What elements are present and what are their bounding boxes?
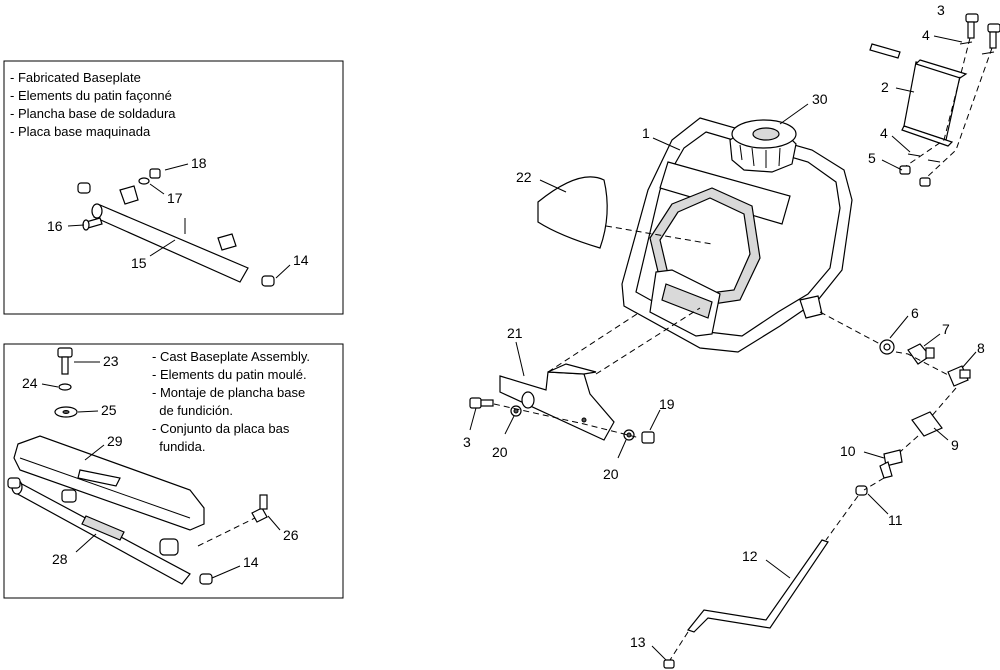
water-tank-1 — [621, 117, 853, 353]
callout-17: 17 — [167, 190, 183, 206]
callout-14b: 14 — [243, 554, 259, 570]
cast-note-2: - Elements du patin moulé. — [152, 367, 307, 382]
fabricated-note-3: - Plancha base de soldadura — [10, 106, 176, 121]
callout-5: 5 — [868, 150, 876, 166]
fabricated-cap-14 — [261, 275, 275, 287]
callout-4-bottom: 4 — [880, 125, 888, 141]
callout-16: 16 — [47, 218, 63, 234]
cast-note-1: - Cast Baseplate Assembly. — [152, 349, 310, 364]
fitting-13 — [663, 659, 675, 669]
callout-20-left: 20 — [492, 444, 508, 460]
cast-note-6: fundida. — [152, 439, 206, 454]
fabricated-baseplate-box — [3, 60, 344, 315]
fitting-7 — [907, 343, 935, 365]
valve-10 — [879, 449, 903, 479]
callout-4-top: 4 — [922, 27, 930, 43]
callout-15: 15 — [131, 255, 147, 271]
nut-5-left — [899, 165, 911, 175]
pipe-12 — [686, 539, 829, 633]
bolt-3-left — [469, 397, 494, 409]
cast-note-5: - Conjunto da placa bas — [152, 421, 290, 436]
tank-cap-30 — [729, 119, 797, 173]
callout-30: 30 — [812, 91, 828, 107]
fabricated-baseplate-rail — [91, 185, 249, 283]
cast-baseplate-29 — [13, 435, 205, 531]
fabricated-nut-18 — [149, 168, 161, 179]
cast-bolt-23 — [57, 347, 73, 375]
fabricated-note-1: - Fabricated Baseplate — [10, 70, 141, 85]
callout-24: 24 — [22, 375, 38, 391]
cast-note-3: - Montaje de plancha base — [152, 385, 305, 400]
cast-washer-24 — [58, 383, 72, 391]
nut-5-right — [919, 177, 931, 187]
callout-26: 26 — [283, 527, 299, 543]
callout-20-right: 20 — [603, 466, 619, 482]
cast-note-4: de fundición. — [152, 403, 233, 418]
callout-23: 23 — [103, 353, 119, 369]
callout-28: 28 — [52, 551, 68, 567]
pin — [869, 43, 901, 59]
bracket-21 — [499, 363, 615, 441]
callout-3-left: 3 — [463, 434, 471, 450]
washer-11 — [855, 485, 868, 496]
callout-14a: 14 — [293, 252, 309, 268]
fabricated-note-4: - Placa base maquinada — [10, 124, 151, 139]
callout-18: 18 — [191, 155, 207, 171]
callout-12: 12 — [742, 548, 758, 564]
connector-9 — [911, 411, 943, 437]
cast-baseplate-box — [3, 343, 344, 599]
callout-19: 19 — [659, 396, 675, 412]
cast-cap-14 — [199, 573, 213, 585]
fabricated-bolt-16 — [82, 217, 103, 231]
callout-6: 6 — [911, 305, 919, 321]
callout-22: 22 — [516, 169, 532, 185]
callout-10: 10 — [840, 443, 856, 459]
fabricated-note-2: - Elements du patin façonné — [10, 88, 172, 103]
cast-fitting-26 — [251, 494, 268, 523]
callout-7: 7 — [942, 321, 950, 337]
washer-4-top — [959, 41, 973, 45]
callout-11: 11 — [888, 512, 903, 528]
elbow-8 — [947, 365, 971, 387]
callout-21: 21 — [507, 325, 523, 341]
callout-2: 2 — [881, 79, 889, 95]
bolt-3-top-right — [987, 23, 1000, 49]
nut-19 — [641, 431, 655, 444]
callout-1: 1 — [642, 125, 650, 141]
callout-25: 25 — [101, 402, 117, 418]
fabricated-cap — [77, 182, 91, 194]
washer-4-bottom — [907, 153, 921, 157]
window-label-22 — [537, 176, 608, 249]
bolt-3-top-left — [965, 13, 979, 39]
fabricated-washer-17 — [138, 177, 150, 185]
callout-8: 8 — [977, 340, 985, 356]
callout-3-top: 3 — [937, 2, 945, 18]
callout-13: 13 — [630, 634, 646, 650]
handle-2 — [901, 59, 968, 147]
cast-cap — [7, 477, 21, 489]
callout-9: 9 — [951, 437, 959, 453]
callout-29: 29 — [107, 433, 123, 449]
